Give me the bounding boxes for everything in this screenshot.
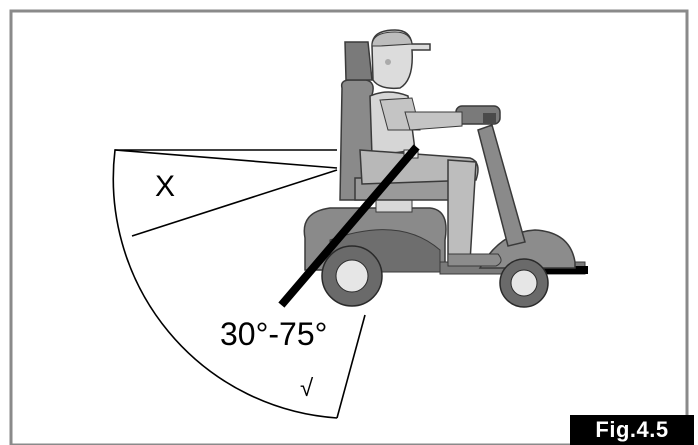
front-wheel-hub	[510, 269, 538, 297]
scooter-tiller	[477, 124, 526, 247]
seat-headrest	[344, 41, 373, 81]
safe-zone-mark: √	[300, 375, 314, 402]
lap-belt-angle-line	[278, 144, 420, 308]
scooter-front-shroud	[478, 229, 576, 269]
sector-lower-line	[336, 314, 366, 419]
rider-ear	[385, 59, 391, 65]
angle-range-label: 30°-75°	[220, 316, 327, 352]
angle-sector-arc	[112, 149, 338, 419]
scooter-handlebar-grip	[483, 113, 496, 123]
rider-shoe	[447, 253, 502, 267]
rider-cap	[371, 31, 413, 47]
sector-divider-line	[131, 169, 338, 237]
rear-wheel-hub	[335, 259, 369, 293]
rider-forearm	[404, 111, 463, 131]
scooter-front-bumper	[540, 266, 588, 274]
unsafe-zone-mark: X	[155, 170, 175, 203]
figure-label: Fig.4.5	[570, 415, 694, 445]
seat-post	[375, 199, 413, 213]
